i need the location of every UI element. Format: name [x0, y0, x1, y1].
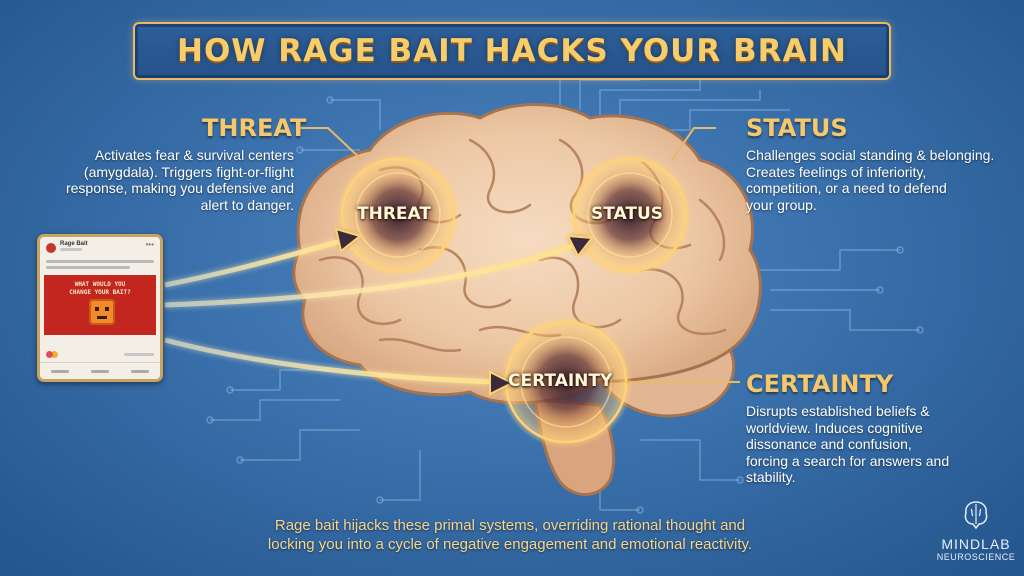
certainty-heading: CERTAINTY [746, 370, 894, 398]
post-actions [40, 362, 160, 379]
avatar [46, 243, 56, 253]
brain-illustration [292, 103, 762, 496]
post-image: WHAT WOULD YOU CHANGE YOUR BAIT? [44, 275, 156, 335]
hotspot-threat [336, 153, 460, 277]
angry-face-icon [89, 299, 115, 325]
arrow-head-threat [334, 227, 363, 253]
threat-heading: THREAT [202, 114, 307, 142]
certainty-line: forcing a search for answers and [746, 452, 950, 469]
circuit-traces [206, 46, 924, 514]
post-author: Rage Bait [60, 241, 88, 247]
mindlab-logo: MINDLAB NEUROSCIENCE [934, 500, 1018, 562]
post-meta [60, 248, 82, 251]
reactions-icon [46, 351, 53, 358]
certainty-description: Disrupts established beliefs & worldview… [746, 403, 1018, 486]
status-line: Creates feelings of inferiority, [746, 163, 927, 180]
post-caption-line: WHAT WOULD YOU [74, 281, 126, 288]
certainty-line: stability. [746, 469, 796, 485]
comments-count [124, 353, 154, 356]
status-line: your group. [746, 196, 817, 213]
post-text-line [46, 260, 154, 263]
status-description: Challenges social standing & belonging. … [746, 147, 1018, 213]
logo-name: MINDLAB [941, 536, 1011, 552]
threat-region-label: THREAT [357, 204, 431, 224]
arrow-head-status [566, 234, 594, 258]
logo-subtitle: NEUROSCIENCE [936, 552, 1016, 562]
post-image-caption: WHAT WOULD YOU CHANGE YOUR BAIT? [44, 281, 156, 297]
hotspot-certainty [500, 316, 632, 448]
footer-line: locking you into a cycle of negative eng… [267, 536, 753, 553]
social-post-card: Rage Bait ••• WHAT WOULD YOU CHANGE YOUR… [37, 234, 163, 382]
footer-summary: Rage bait hijacks these primal systems, … [230, 516, 790, 554]
threat-description: Activates fear & survival centers (amygd… [14, 147, 294, 213]
brain-logo-icon [964, 501, 988, 530]
certainty-line: Disrupts established beliefs & [746, 403, 930, 419]
status-line: Challenges social standing & belonging. [746, 147, 995, 163]
certainty-line: dissonance and confusion, [746, 436, 912, 452]
arrow-head-certainty [489, 370, 515, 396]
threat-line: Activates fear & survival centers [94, 147, 294, 163]
connector-lines [300, 127, 740, 383]
hotspot-status [568, 153, 692, 277]
certainty-line: worldview. Induces cognitive [746, 419, 923, 436]
title-banner: HOW RAGE BAIT HACKS YOUR BRAIN [133, 22, 891, 80]
threat-line: response, making you defensive and [65, 180, 294, 196]
like-action [51, 369, 69, 373]
more-options-icon: ••• [145, 240, 154, 249]
threat-line: alert to danger. [200, 196, 294, 213]
status-line: competition, or a need to defend [746, 180, 947, 196]
post-caption-line: CHANGE YOUR BAIT? [69, 289, 131, 296]
comment-action [91, 369, 109, 373]
footer-line: Rage bait hijacks these primal systems, … [274, 517, 746, 534]
page-title: HOW RAGE BAIT HACKS YOUR BRAIN [177, 33, 847, 69]
post-stats [46, 351, 154, 358]
share-action [131, 369, 149, 373]
post-text-line [46, 266, 130, 269]
arrows [164, 227, 594, 396]
status-heading: STATUS [746, 114, 848, 142]
threat-line: (amygdala). Triggers fight-or-flight [83, 163, 294, 180]
certainty-region-label: CERTAINTY [508, 371, 613, 391]
status-region-label: STATUS [591, 204, 664, 224]
